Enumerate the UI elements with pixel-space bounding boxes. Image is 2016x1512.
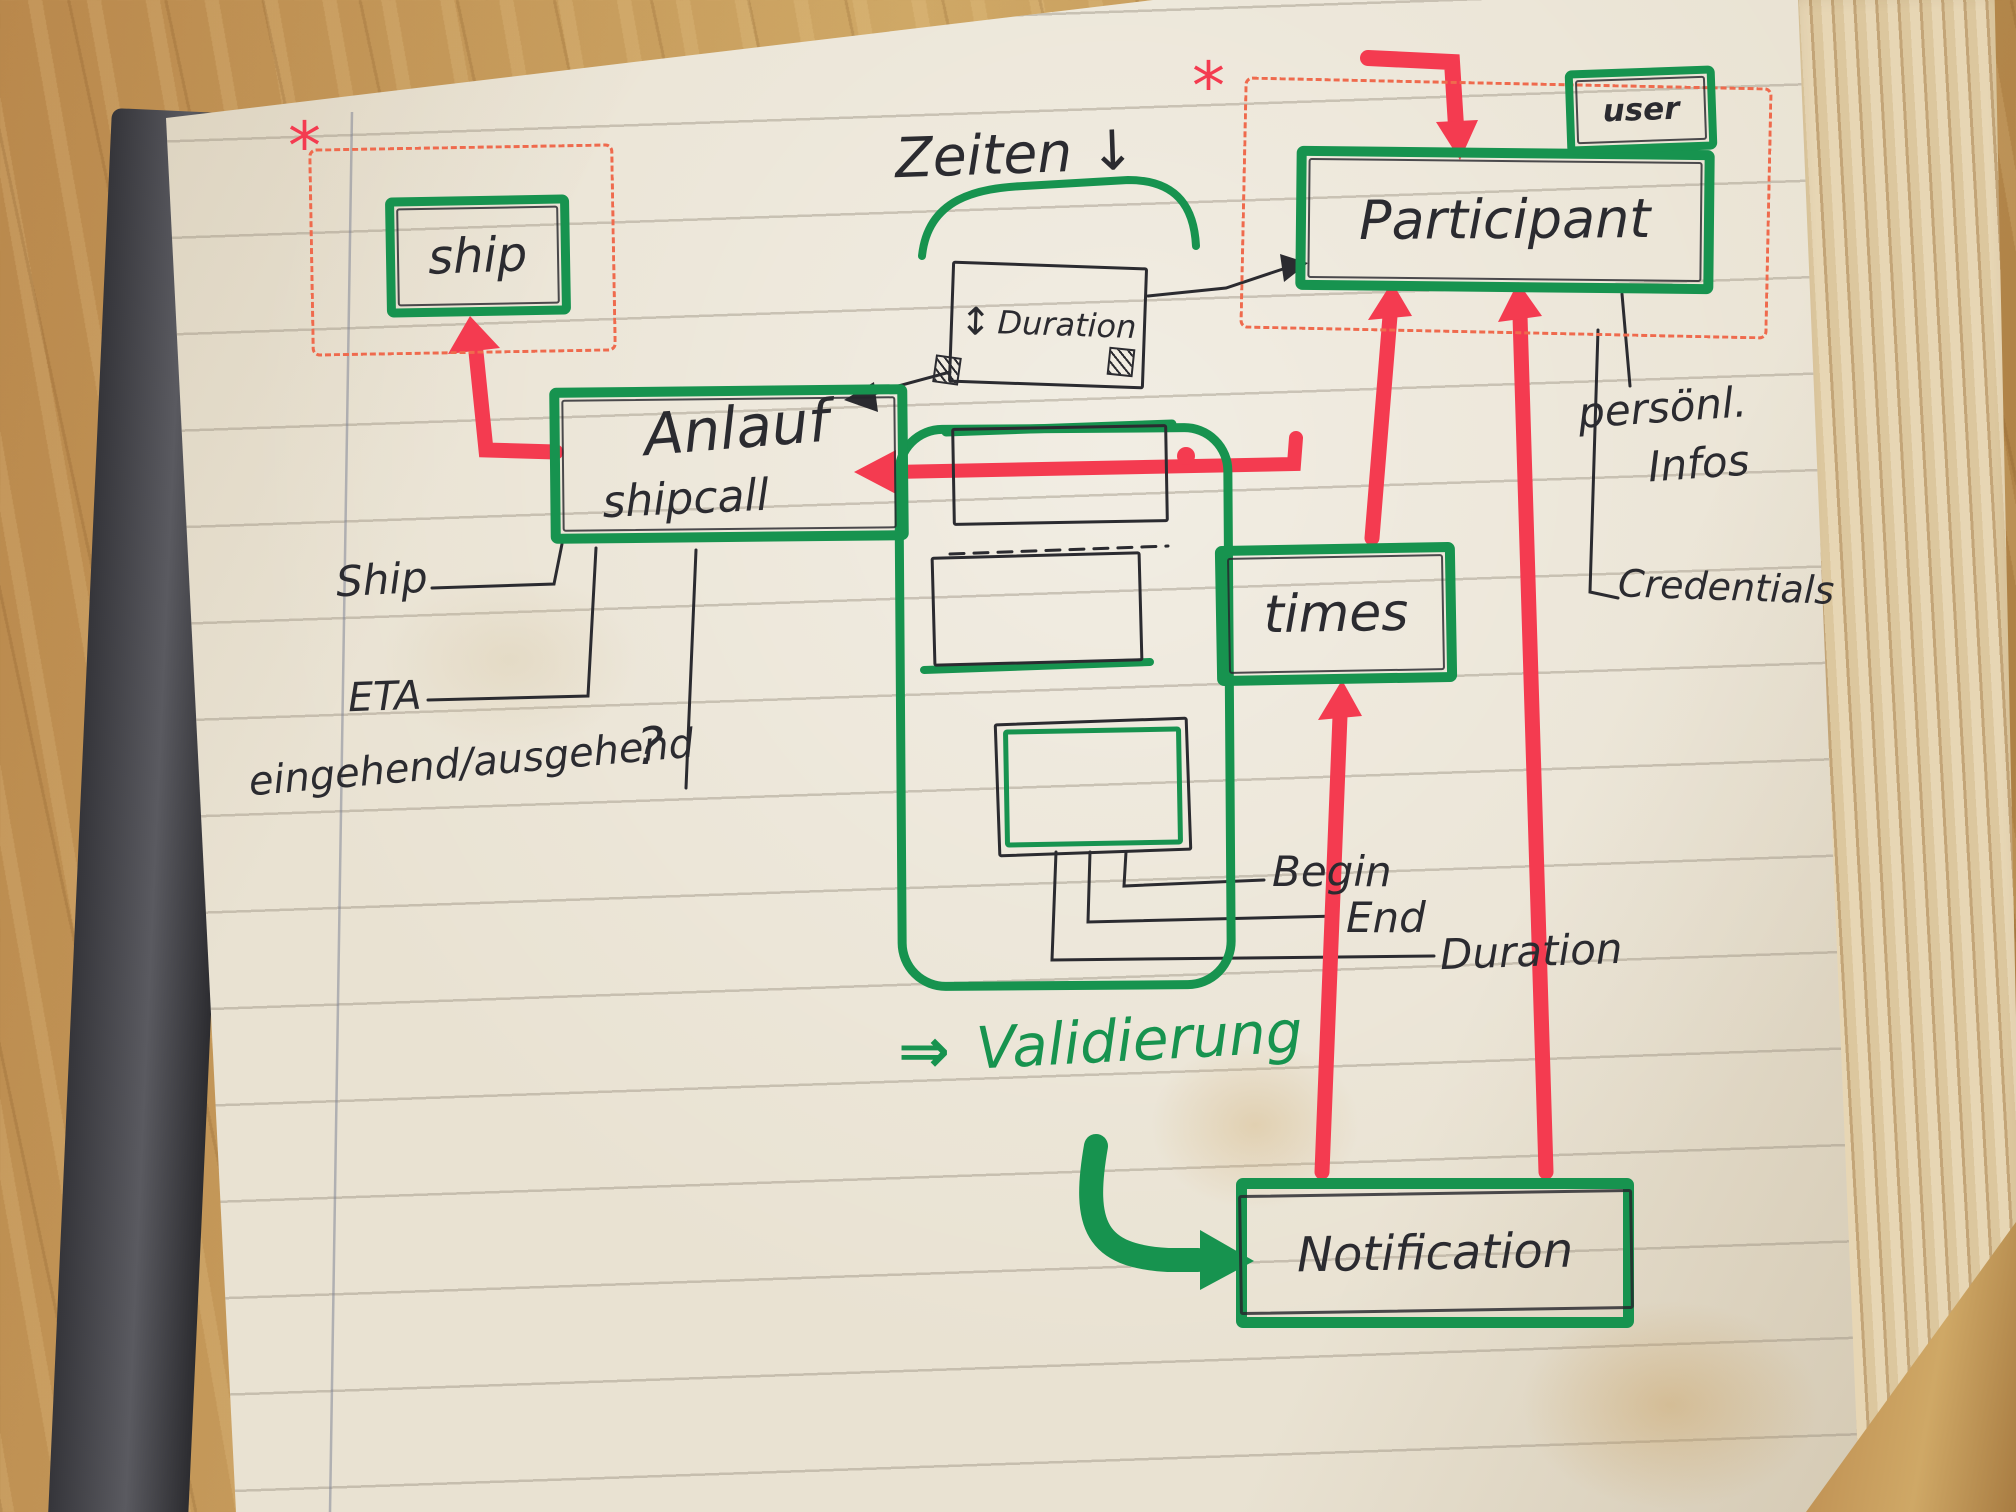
notification-label: Notification xyxy=(1296,1222,1574,1284)
inner-box-b-underline xyxy=(920,658,1154,674)
times-entity-box: times xyxy=(1214,541,1458,687)
anlauf-to-ship-arrow xyxy=(468,344,564,460)
end-connector xyxy=(1086,850,1340,924)
updown-arrow-icon: ↕ xyxy=(958,298,993,345)
margin-line xyxy=(328,111,354,1512)
red-dot xyxy=(1177,447,1195,465)
shipcall-label: shipcall xyxy=(601,469,770,529)
inner-box-b xyxy=(930,551,1144,667)
validierung-annotation: Validierung xyxy=(974,997,1305,1083)
question-mark: ? xyxy=(636,717,664,777)
anlauf-entity-box: Anlauf shipcall xyxy=(549,384,909,544)
eta-attribute-label: ETA xyxy=(347,672,423,722)
duration-box-label: Duration xyxy=(996,303,1138,347)
inner-box-c xyxy=(993,716,1193,858)
arrowhead-times xyxy=(1318,680,1362,720)
paper-stain xyxy=(380,570,640,750)
asterisk-left: * xyxy=(288,108,321,185)
asterisk-right: * xyxy=(1192,48,1225,125)
credentials-connector xyxy=(1588,328,1620,600)
arrowhead-participant-2 xyxy=(1498,282,1542,322)
persoenl-attribute-label: persönl. xyxy=(1576,377,1749,438)
ship-label: ship xyxy=(427,226,529,286)
credentials-attribute-label: Credentials xyxy=(1617,561,1835,613)
arrowhead-participant-1 xyxy=(1368,282,1412,320)
user-label: user xyxy=(1601,90,1681,130)
inner-box-a-dashed-bottom xyxy=(948,544,1170,556)
center-to-anlauf-arrow xyxy=(885,431,1303,479)
pen-connectors xyxy=(426,266,1632,962)
hatch-mark-left xyxy=(932,354,962,386)
duration-to-participant-line xyxy=(1146,266,1288,298)
inner-box-a-topline xyxy=(941,419,1177,437)
ship-attr-connector xyxy=(430,542,564,590)
zeiten-annotation: Zeiten ↓ xyxy=(893,117,1137,191)
begin-connector xyxy=(1122,850,1266,888)
infos-attribute-label: Infos xyxy=(1646,435,1751,492)
duration-attr-connector xyxy=(1050,850,1436,962)
red-marker-arrows xyxy=(468,50,1554,1180)
validierung-arrow-curve xyxy=(1079,1134,1210,1272)
participant-label: Participant xyxy=(1359,186,1651,252)
validierung-implies-icon: ⇒ xyxy=(898,1014,950,1087)
green-marker-strokes xyxy=(918,175,1210,1272)
inout-attr-connector xyxy=(684,548,698,790)
duration-attribute-label: Duration xyxy=(1439,923,1624,980)
times-label: times xyxy=(1263,582,1409,645)
zeiten-bracket xyxy=(918,175,1200,260)
coffee-stain xyxy=(1520,1300,1820,1510)
user-to-participant-arrow xyxy=(1360,50,1464,134)
ship-attribute-label: Ship xyxy=(334,552,429,607)
arrowhead-participant-top xyxy=(1436,120,1478,160)
notification-to-participant-arrow xyxy=(1512,308,1554,1180)
anlauf-label: Anlauf xyxy=(641,386,832,470)
end-attribute-label: End xyxy=(1346,893,1426,942)
eta-attr-connector xyxy=(426,546,598,702)
times-to-participant-arrow xyxy=(1364,308,1398,546)
persoenl-connector xyxy=(1620,292,1632,388)
inner-box-a xyxy=(951,424,1169,526)
begin-attribute-label: Begin xyxy=(1272,847,1392,896)
arrowhead-ship xyxy=(448,316,500,354)
ship-entity-box: ship xyxy=(384,194,572,318)
notification-to-times-arrow xyxy=(1314,708,1348,1180)
participant-entity-box: Participant xyxy=(1295,145,1715,295)
notification-entity-box: Notification xyxy=(1236,1178,1634,1328)
user-entity-box: user xyxy=(1564,65,1718,155)
hatch-mark-right xyxy=(1106,346,1136,378)
validierung-arrowhead xyxy=(1200,1230,1254,1290)
